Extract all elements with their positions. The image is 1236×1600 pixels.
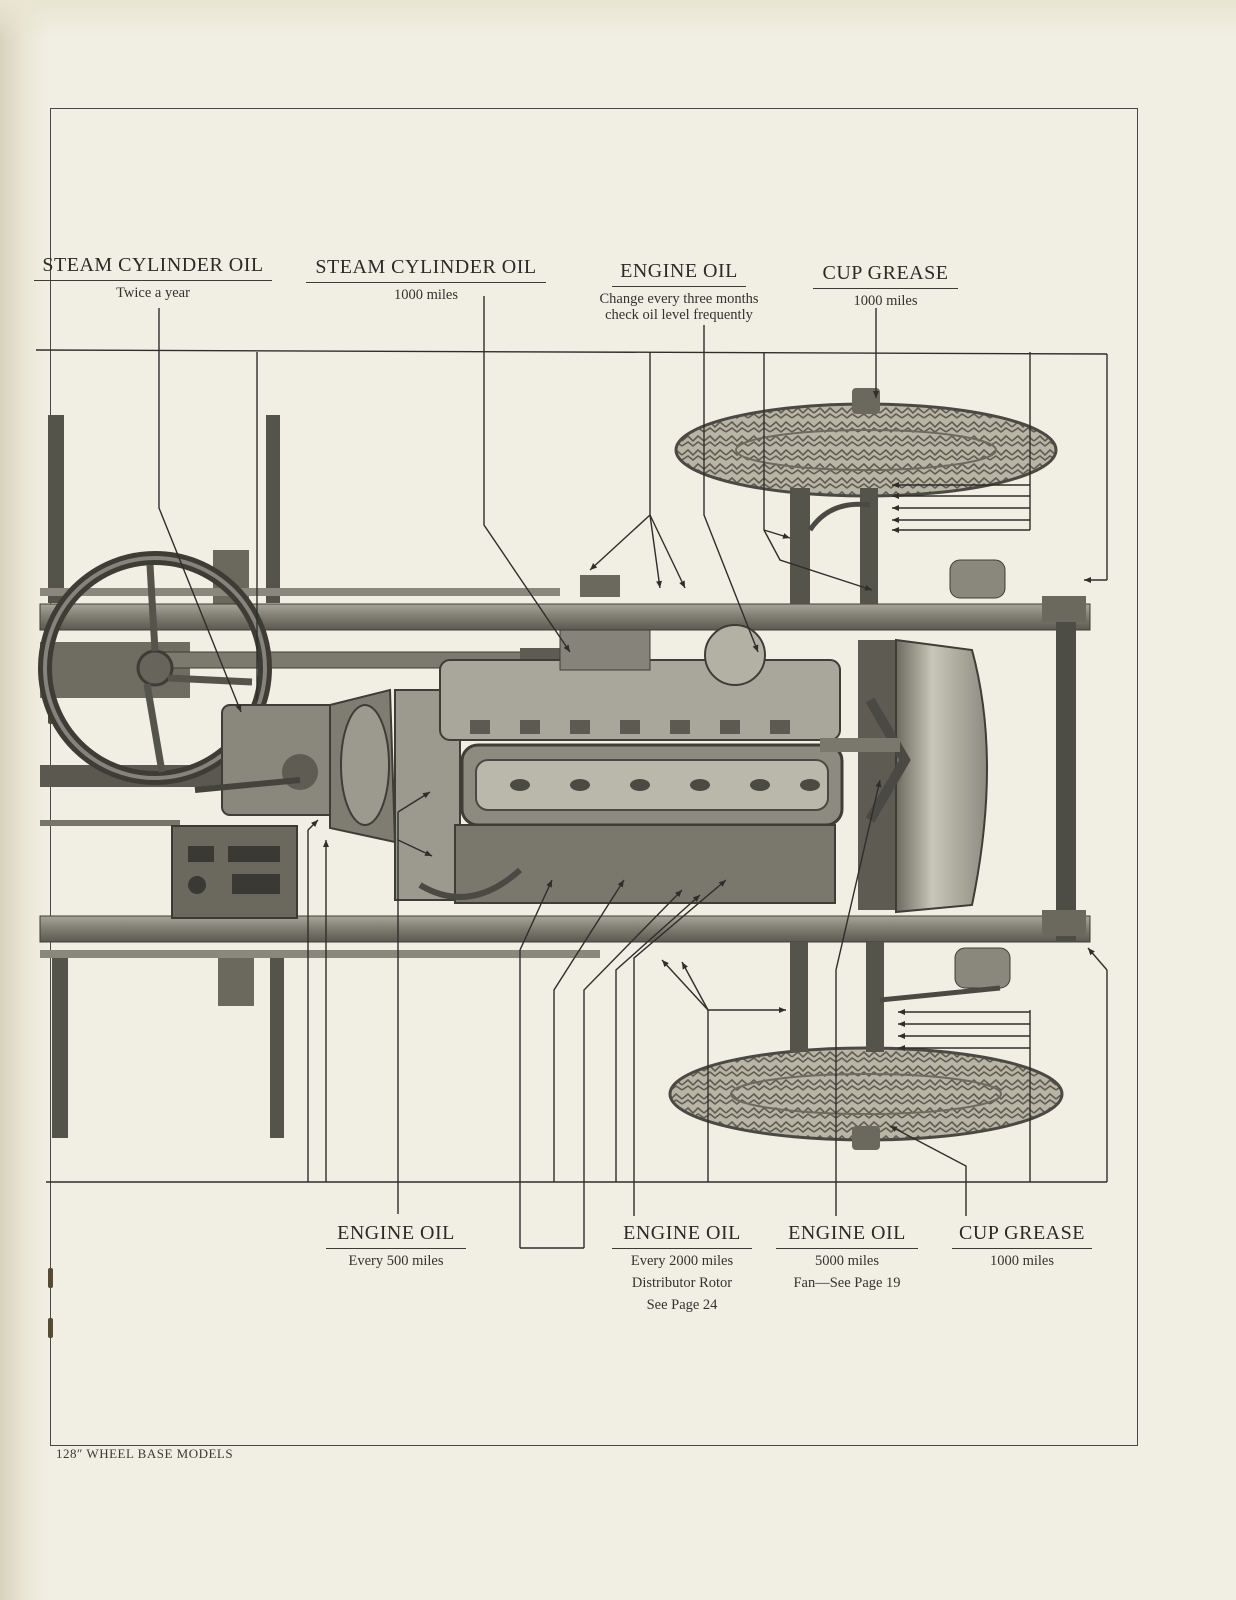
label-detail: 1000 miles: [989, 1253, 1055, 1269]
label-detail: check oil level frequently: [605, 307, 753, 323]
label-engine-oil-500: ENGINE OIL Every 500 miles: [326, 1222, 466, 1269]
label-title: ENGINE OIL: [776, 1222, 918, 1249]
label-title: CUP GREASE: [813, 262, 958, 289]
label-detail: 1000 miles: [393, 287, 459, 303]
label-title: STEAM CYLINDER OIL: [306, 256, 546, 283]
page-top-shadow: [0, 0, 1236, 40]
label-steam-cylinder-oil-twice-yearly: STEAM CYLINDER OIL Twice a year: [34, 254, 272, 301]
page-binding-shadow: [0, 0, 48, 1600]
label-cup-grease-bottom: CUP GREASE 1000 miles: [952, 1222, 1092, 1269]
page-footer-caption: 128″ WHEEL BASE MODELS: [56, 1446, 234, 1461]
label-detail: See Page 24: [646, 1297, 718, 1313]
label-detail: Every 500 miles: [348, 1253, 444, 1269]
label-detail: Change every three months: [599, 291, 759, 307]
label-cup-grease-top: CUP GREASE 1000 miles: [813, 262, 958, 309]
label-detail: Twice a year: [116, 285, 190, 301]
label-title: ENGINE OIL: [612, 260, 746, 287]
label-title: ENGINE OIL: [612, 1222, 752, 1249]
chassis-illustration: [38, 388, 1091, 1150]
label-steam-cylinder-oil-1000: STEAM CYLINDER OIL 1000 miles: [306, 256, 546, 303]
label-detail: Fan—See Page 19: [793, 1275, 901, 1291]
label-detail: Every 2000 miles: [630, 1253, 734, 1269]
label-engine-oil-three-months: ENGINE OIL Change every three months che…: [568, 260, 790, 323]
label-detail: 1000 miles: [853, 293, 918, 309]
leader-lines-bottom: [46, 779, 1108, 1249]
label-detail: Distributor Rotor: [631, 1275, 733, 1291]
leader-lines-top: [35, 296, 1108, 713]
label-detail: 5000 miles: [814, 1253, 880, 1269]
label-title: CUP GREASE: [952, 1222, 1092, 1249]
label-title: STEAM CYLINDER OIL: [34, 254, 272, 281]
label-engine-oil-2000: ENGINE OIL Every 2000 miles Distributor …: [612, 1222, 752, 1313]
label-engine-oil-5000: ENGINE OIL 5000 miles Fan—See Page 19: [776, 1222, 918, 1291]
label-title: ENGINE OIL: [326, 1222, 466, 1249]
